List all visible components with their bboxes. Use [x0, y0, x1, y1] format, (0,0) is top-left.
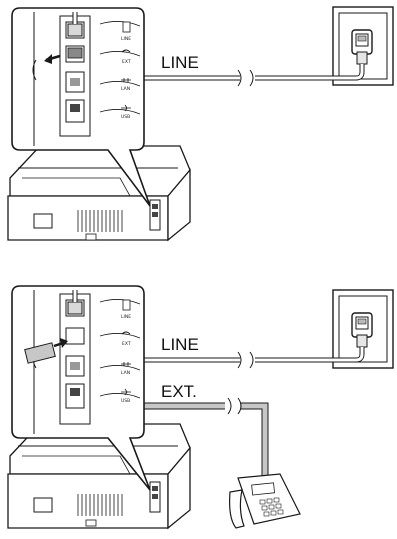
port-icon-column: LINE EXT LAN USB — [121, 21, 131, 120]
svg-text:LINE: LINE — [121, 36, 131, 42]
svg-text:USB: USB — [121, 398, 130, 404]
line-label: LINE — [161, 335, 199, 354]
diagram-line-connection: LINE — [0, 0, 397, 255]
line-cable — [144, 64, 365, 87]
ext-label: EXT. — [161, 382, 197, 401]
svg-text:LAN: LAN — [121, 86, 130, 92]
svg-text:LAN: LAN — [121, 370, 130, 376]
usb-port-icon: USB — [121, 388, 131, 404]
svg-text:USB: USB — [121, 114, 130, 120]
diagram-bottom-svg: LINE EXT. — [7, 285, 394, 530]
diagram-top-svg: LINE — [7, 6, 394, 242]
port-callout-bubble — [11, 7, 151, 207]
port-callout-bubble — [11, 285, 151, 491]
svg-text:LINE: LINE — [121, 314, 131, 320]
line-port-icon: LINE — [121, 299, 131, 320]
line-cable — [144, 347, 365, 369]
telephone-icon — [229, 473, 301, 529]
usb-port-icon: USB — [121, 104, 131, 120]
ext-port-icon: EXT — [121, 331, 131, 347]
printer-bottom — [7, 423, 191, 530]
ext-cable — [144, 397, 269, 488]
ext-port-icon: EXT — [121, 49, 131, 65]
line-label: LINE — [161, 53, 199, 72]
line-port-icon: LINE — [121, 21, 131, 42]
svg-text:EXT: EXT — [122, 341, 131, 347]
lan-port-icon: LAN — [121, 78, 131, 92]
printer-top — [7, 145, 191, 242]
lan-port-icon: LAN — [121, 362, 131, 376]
port-icon-column: LINE EXT LAN USB — [121, 299, 131, 404]
svg-text:EXT: EXT — [122, 59, 131, 65]
diagram-line-ext-connection: LINE EXT. — [0, 278, 397, 533]
